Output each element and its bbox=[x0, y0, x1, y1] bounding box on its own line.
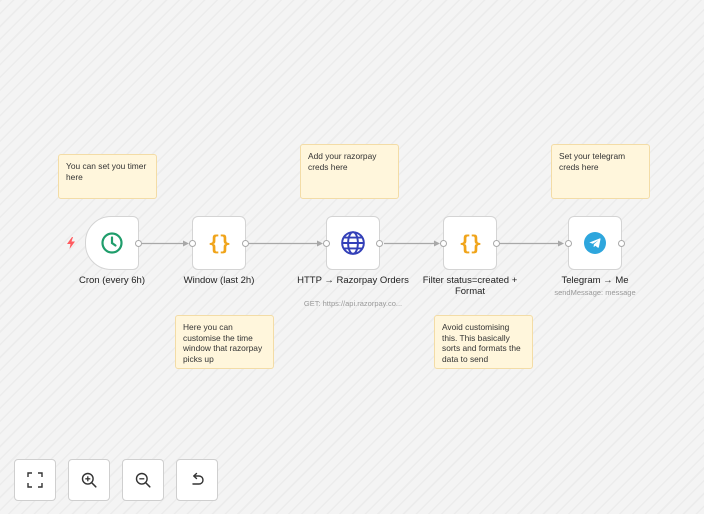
lightning-icon bbox=[67, 237, 75, 249]
expand-icon bbox=[27, 472, 43, 488]
sticky-note-text: Set your telegram creds here bbox=[559, 151, 626, 172]
telegram-icon bbox=[584, 232, 606, 254]
input-handle[interactable] bbox=[323, 240, 330, 247]
zoom-out-icon bbox=[135, 472, 151, 488]
output-handle[interactable] bbox=[493, 240, 500, 247]
globe-icon bbox=[341, 231, 365, 255]
zoom-in-button[interactable] bbox=[68, 459, 110, 501]
node-window[interactable]: {} bbox=[192, 216, 246, 270]
arrowhead bbox=[183, 240, 189, 247]
zoom-out-button[interactable] bbox=[122, 459, 164, 501]
output-handle[interactable] bbox=[242, 240, 249, 247]
arrowhead bbox=[558, 240, 564, 247]
input-handle[interactable] bbox=[440, 240, 447, 247]
arrowhead bbox=[317, 240, 323, 247]
undo-button[interactable] bbox=[176, 459, 218, 501]
node-label: Cron (every 6h) bbox=[79, 275, 145, 286]
code-braces-icon: {} bbox=[458, 231, 482, 255]
node-subtitle: GET: https://api.razorpay.co... bbox=[303, 299, 403, 308]
code-braces-icon: {} bbox=[207, 231, 231, 255]
sticky-note-timer[interactable]: You can set you timer here bbox=[58, 154, 157, 199]
sticky-note-razorpay-creds[interactable]: Add your razorpay creds here bbox=[300, 144, 399, 199]
input-handle[interactable] bbox=[189, 240, 196, 247]
node-label: Window (last 2h) bbox=[183, 275, 255, 286]
node-label: Telegram → Me bbox=[561, 275, 629, 286]
arrowhead bbox=[434, 240, 440, 247]
undo-icon bbox=[192, 472, 204, 485]
sticky-note-filter[interactable]: Avoid customising this. This basically s… bbox=[434, 315, 533, 369]
output-handle[interactable] bbox=[376, 240, 383, 247]
node-cron[interactable] bbox=[85, 216, 139, 270]
sticky-note-telegram-creds[interactable]: Set your telegram creds here bbox=[551, 144, 650, 199]
sticky-note-text: You can set you timer here bbox=[66, 161, 147, 182]
node-filter-format[interactable]: {} bbox=[443, 216, 497, 270]
node-http-razorpay[interactable] bbox=[326, 216, 380, 270]
sticky-note-text: Here you can customise the time window t… bbox=[183, 322, 263, 364]
sticky-note-text: Add your razorpay creds here bbox=[308, 151, 377, 172]
zoom-in-icon bbox=[81, 472, 97, 488]
fit-view-button[interactable] bbox=[14, 459, 56, 501]
sticky-note-text: Avoid customising this. This basically s… bbox=[442, 322, 521, 364]
output-handle[interactable] bbox=[618, 240, 625, 247]
node-subtitle: sendMessage: message bbox=[554, 288, 636, 297]
clock-icon bbox=[101, 232, 123, 254]
input-handle[interactable] bbox=[565, 240, 572, 247]
node-telegram[interactable] bbox=[568, 216, 622, 270]
sticky-note-window[interactable]: Here you can customise the time window t… bbox=[175, 315, 274, 369]
node-label: Filter status=created + Format bbox=[422, 275, 518, 297]
node-label: HTTP → Razorpay Orders bbox=[297, 275, 409, 286]
output-handle[interactable] bbox=[135, 240, 142, 247]
